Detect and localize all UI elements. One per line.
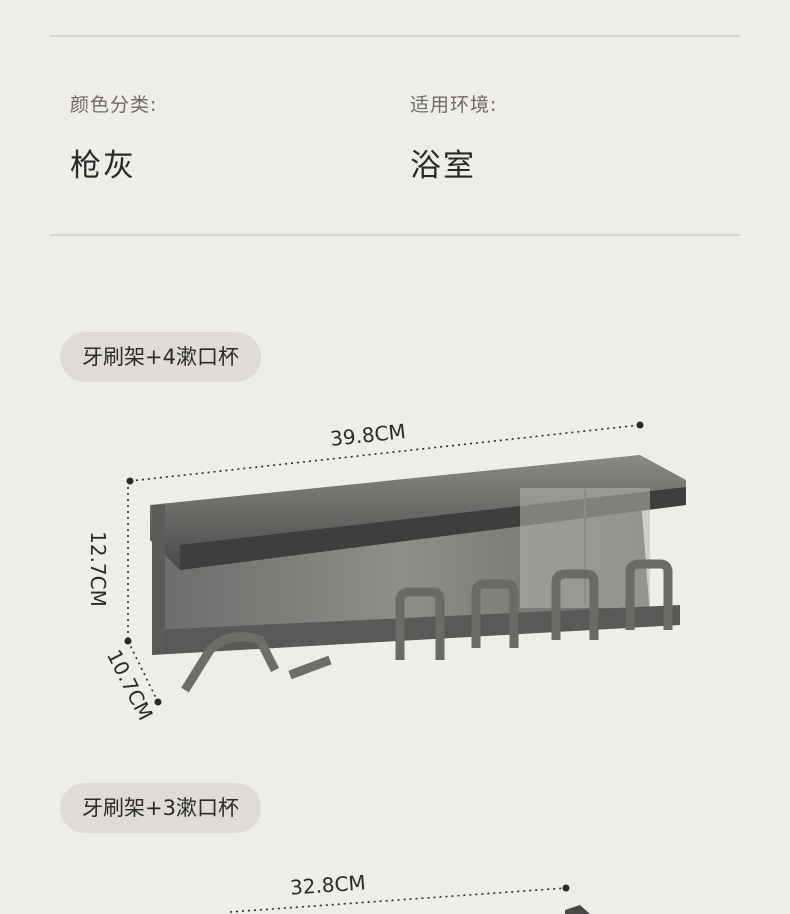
hook-4 [625,559,673,630]
hook-1 [395,587,445,660]
environment-value: 浴室 [410,148,476,184]
bottom-tray [152,605,680,655]
variant-2-tag: 牙刷架+3漱口杯 [60,783,261,833]
middle-divider [50,234,740,236]
product-illustration-2-edge [565,905,590,914]
width-dimension-line-2 [229,887,567,913]
top-divider [50,35,740,37]
variant-1-tag: 牙刷架+4漱口杯 [60,332,261,382]
small-hook [288,655,332,680]
color-label: 颜色分类: [70,94,158,116]
hook-2 [471,579,519,648]
width-dimension-line [129,424,641,482]
environment-label: 适用环境: [410,94,498,116]
hook-3 [551,569,599,640]
color-value: 枪灰 [70,148,136,184]
dryer-hook [181,632,280,693]
height-label: 12.7CM [85,531,110,607]
